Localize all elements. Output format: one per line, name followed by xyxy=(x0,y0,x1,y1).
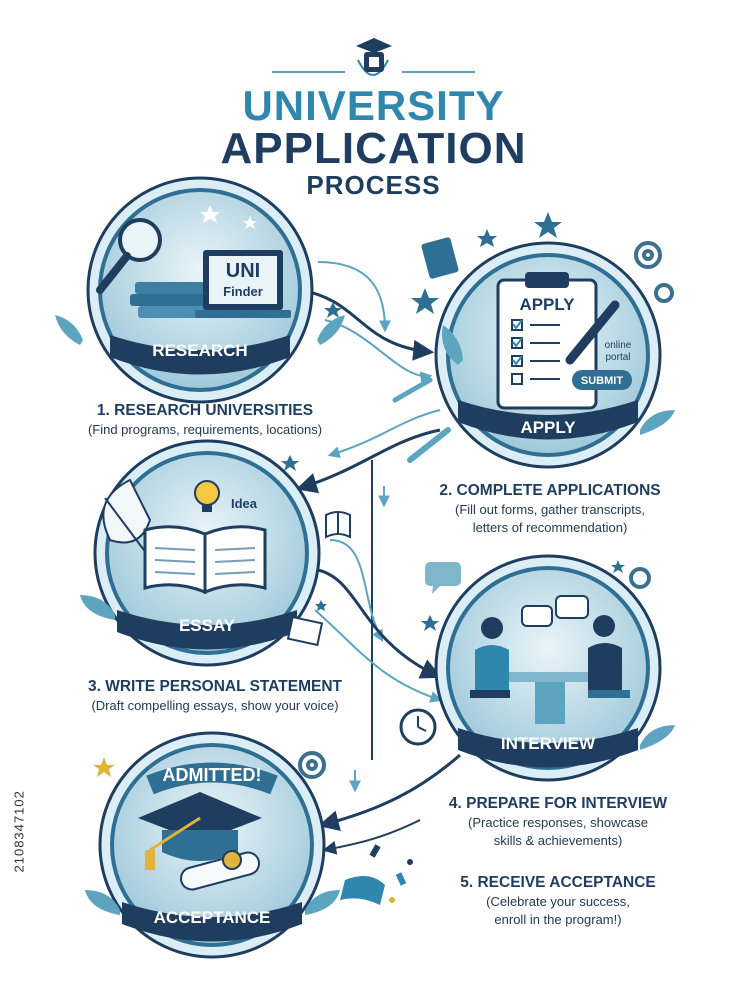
research-illustration: UNI Finder RESEARCH xyxy=(55,176,345,404)
title-line-1: UNIVERSITY xyxy=(242,82,505,129)
step-5-description-line-1: (Celebrate your success, xyxy=(486,894,630,909)
uni-finder-sub: Finder xyxy=(223,284,263,299)
step-3-heading: 3. WRITE PERSONAL STATEMENT xyxy=(87,678,343,695)
acceptance-badge: ACCEPTANCE xyxy=(154,908,271,927)
uni-finder-title: UNI xyxy=(226,260,260,282)
logo-icon xyxy=(272,38,475,76)
step-3-description: (Draft compelling essays, show your voic… xyxy=(91,698,339,713)
admitted-label: ADMITTED! xyxy=(163,765,262,785)
step-5-description-line-2: enroll in the program!) xyxy=(494,912,622,927)
title-line-2: APPLICATION xyxy=(220,124,527,173)
step-1-description: (Find programs, requirements, locations) xyxy=(87,422,323,437)
step-4-heading: 4. PREPARE FOR INTERVIEW xyxy=(448,795,668,812)
step-5-caption: 5. RECEIVE ACCEPTANCE (Celebrate your su… xyxy=(418,874,698,928)
research-badge: RESEARCH xyxy=(152,341,247,360)
step-2-description-line-2: letters of recommendation) xyxy=(472,520,628,535)
confetti-icon xyxy=(340,844,413,905)
submit-label: SUBMIT xyxy=(581,375,623,387)
acceptance-illustration: ADMITTED! ACCEPTANCE xyxy=(85,731,340,959)
essay-badge: ESSAY xyxy=(179,616,236,635)
step-2-heading: 2. COMPLETE APPLICATIONS xyxy=(439,482,661,499)
portal-label: portal xyxy=(605,352,630,363)
essay-illustration: Idea ESSAY xyxy=(80,439,324,667)
step-5-heading: 5. RECEIVE ACCEPTANCE xyxy=(460,874,656,891)
clock-icon xyxy=(399,708,437,746)
step-1-heading: 1. RESEARCH UNIVERSITIES xyxy=(96,402,314,419)
title-line-3: PROCESS xyxy=(306,170,441,200)
step-2-caption: 2. COMPLETE APPLICATIONS (Fill out forms… xyxy=(405,482,695,536)
gear-icon xyxy=(298,241,674,779)
apply-sheet-title: APPLY xyxy=(519,295,575,314)
chat-bubble-icon xyxy=(425,562,461,594)
interview-badge: INTERVIEW xyxy=(501,734,596,753)
step-2-description-line-1: (Fill out forms, gather transcripts, xyxy=(455,502,645,517)
flow-connectors xyxy=(295,261,461,855)
decor-stars xyxy=(93,212,625,777)
online-label: online xyxy=(605,340,632,351)
apply-illustration: APPLY online portal SUBMIT APPLY xyxy=(434,241,675,469)
step-4-description-line-1: (Practice responses, showcase xyxy=(468,815,648,830)
book-icon xyxy=(325,237,459,539)
interview-illustration: INTERVIEW xyxy=(434,554,675,782)
step-1-caption: 1. RESEARCH UNIVERSITIES (Find programs,… xyxy=(55,402,355,438)
stock-image-id: 2108347102 xyxy=(11,790,27,873)
step-4-description-line-2: skills & achievements) xyxy=(493,833,623,848)
step-4-caption: 4. PREPARE FOR INTERVIEW (Practice respo… xyxy=(418,795,698,849)
idea-label: Idea xyxy=(231,496,258,511)
apply-badge: APPLY xyxy=(520,418,576,437)
step-3-caption: 3. WRITE PERSONAL STATEMENT (Draft compe… xyxy=(55,678,375,714)
